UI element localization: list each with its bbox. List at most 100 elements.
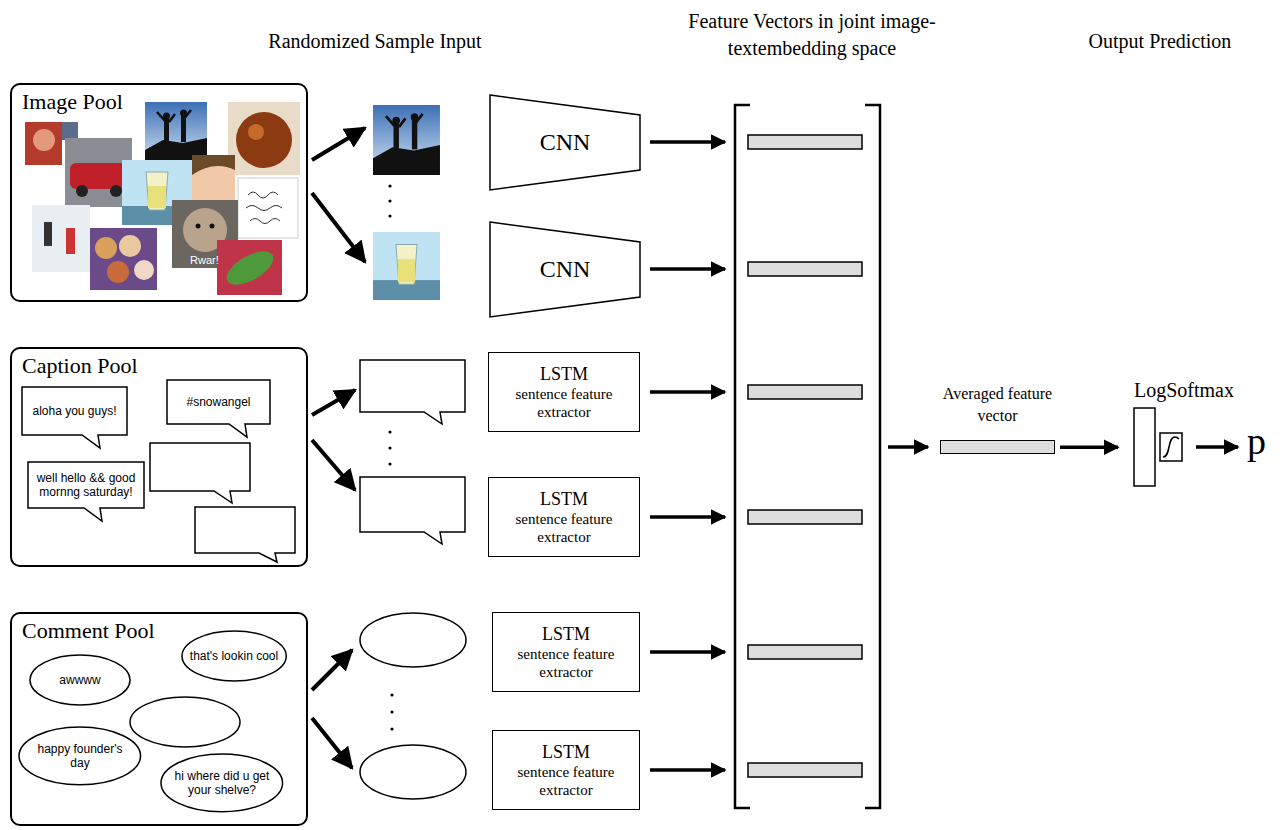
extractor-arrows [650,142,1238,770]
connector-arrow [1060,445,1118,449]
dot [388,214,391,217]
arrow [650,390,725,394]
photo [25,122,62,165]
photo [90,228,157,290]
feature-bar [748,510,862,524]
dot [388,446,391,449]
feature-bar [748,135,862,149]
node-label: sentence feature extractor [497,385,631,421]
arrow [650,650,725,654]
node-label: happy founder's day [32,742,127,771]
feature-bar [748,262,862,276]
node-label: well hello && good mornng saturday! [34,471,138,500]
pool-title: Caption Pool [22,353,296,378]
comment-bubble: hi where did u get your shelve? [161,754,283,812]
dot [388,430,391,433]
pool-panel: Caption Pool aloha you guys! #snowangel wel… [10,347,308,567]
sample-image [373,105,440,175]
column-header: Feature Vectors in joint image-textembed… [647,8,977,62]
node-label: awwww [59,673,100,687]
arrow [650,768,725,772]
pool-title: Comment Pool [22,618,296,643]
empty-bubbles [130,360,466,799]
arrow [650,140,725,144]
comment-bubble [360,745,466,799]
sample-arrow [312,390,355,415]
node-label: LSTM [540,363,588,386]
feature-bars [748,135,862,777]
node-label: CNN [540,255,591,284]
photo-detail [107,261,129,283]
node-label: LSTM [540,488,588,511]
speech-bubble: aloha you guys! [22,387,127,435]
sample-arrow [312,193,365,262]
output-symbol: p [1247,420,1266,464]
node-label: Averaged feature vector [943,383,1053,426]
lstm-box: LSTMsentence feature extractor [488,352,640,432]
averaged-bar [940,440,1055,454]
photo [65,138,132,207]
node-label: #snowangel [186,395,250,409]
pool-title: Image Pool [22,89,296,114]
sample-arrow [312,718,352,768]
arrow [650,515,725,519]
speech-bubble: #snowangel [167,380,270,424]
photo-detail [221,245,278,292]
photo [62,122,78,140]
averaged-vector: Averaged feature vector [935,383,1060,454]
column-header: Randomized Sample Input [225,28,525,55]
sample-arrow [312,650,352,690]
sample-arrows [312,128,365,768]
photo [217,240,282,295]
activation-box [1160,433,1182,461]
ellipse-shape [182,631,286,681]
photo-detail [246,192,282,224]
lstm-box: LSTMsentence feature extractor [492,730,640,810]
lstm-box: LSTMsentence feature extractor [488,477,640,557]
photo-detail [76,185,88,197]
feature-bar [748,763,862,777]
photo [228,102,300,175]
feature-bar [748,385,862,399]
arrow [650,267,725,271]
pool-panel: Image Pool [10,83,308,302]
photo-detail [95,237,117,259]
photo-detail [196,224,201,229]
photo-detail [192,155,235,175]
dot [388,462,391,465]
dot [390,727,393,730]
photo-detail [248,124,264,140]
column-header: Output Prediction [1050,28,1270,55]
node-label: aloha you guys! [32,404,116,418]
bubble-shape [22,387,127,448]
comment-bubble: awwww [30,655,130,705]
sigmoid-curve [1163,437,1179,457]
trapezoid-shape [490,222,640,317]
logsoftmax-block: LogSoftmax [1118,378,1250,490]
arrow [1196,445,1238,449]
photo [32,205,90,272]
photo-collage [25,102,300,295]
sample-arrow [312,440,355,490]
photo-detail [70,163,128,189]
node-label: CNN [540,128,591,157]
cnn-trapezoid: CNN [490,222,640,317]
dot [390,710,393,713]
comment-bubble: happy founder's day [19,727,141,785]
trapezoid-shape [490,95,640,190]
lstm-box: LSTMsentence feature extractor [492,612,640,692]
speech-bubble [195,507,295,562]
photo-caption: Rwar! [190,253,219,268]
speech-bubble [360,360,465,424]
photo [238,178,298,238]
dot [390,693,393,696]
cnn-trapezoid: CNN [490,95,640,190]
arrow [888,445,928,449]
node-label: that's lookin cool [190,649,278,663]
bubble-shape [28,462,144,521]
bubble-shape [167,380,270,437]
bracket [735,105,880,808]
dot [388,184,391,187]
